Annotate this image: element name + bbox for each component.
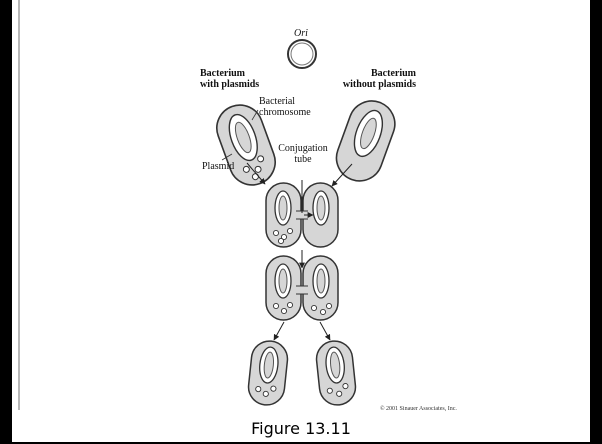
plasmid-label: Plasmid — [202, 161, 234, 172]
mating-pair-1 — [266, 180, 338, 247]
recipient-label-line1: Bacterium — [330, 68, 416, 79]
arrows-to-daughters — [274, 322, 330, 340]
donor-label-line1: Bacterium — [200, 68, 245, 79]
recipient-bacterium — [330, 95, 401, 188]
daughter-cell-left — [247, 339, 289, 406]
donor-label-line2: with plasmids — [200, 79, 259, 90]
ori-label: Ori — [294, 28, 308, 39]
daughter-cell-right — [315, 339, 357, 406]
conjugation-tube-label-line2: tube — [271, 154, 335, 165]
copyright-notice: © 2001 Sinauer Associates, Inc. — [380, 406, 457, 412]
conjugation-tube-label-line1: Conjugation — [271, 143, 335, 154]
recipient-label-line2: without plasmids — [330, 79, 416, 90]
ori-plasmid-ring — [288, 40, 316, 68]
chromosome-label-line1: Bacterial — [259, 96, 295, 107]
chromosome-label-line2: chromosome — [259, 107, 311, 118]
figure-caption: Figure 13.11 — [0, 419, 602, 438]
